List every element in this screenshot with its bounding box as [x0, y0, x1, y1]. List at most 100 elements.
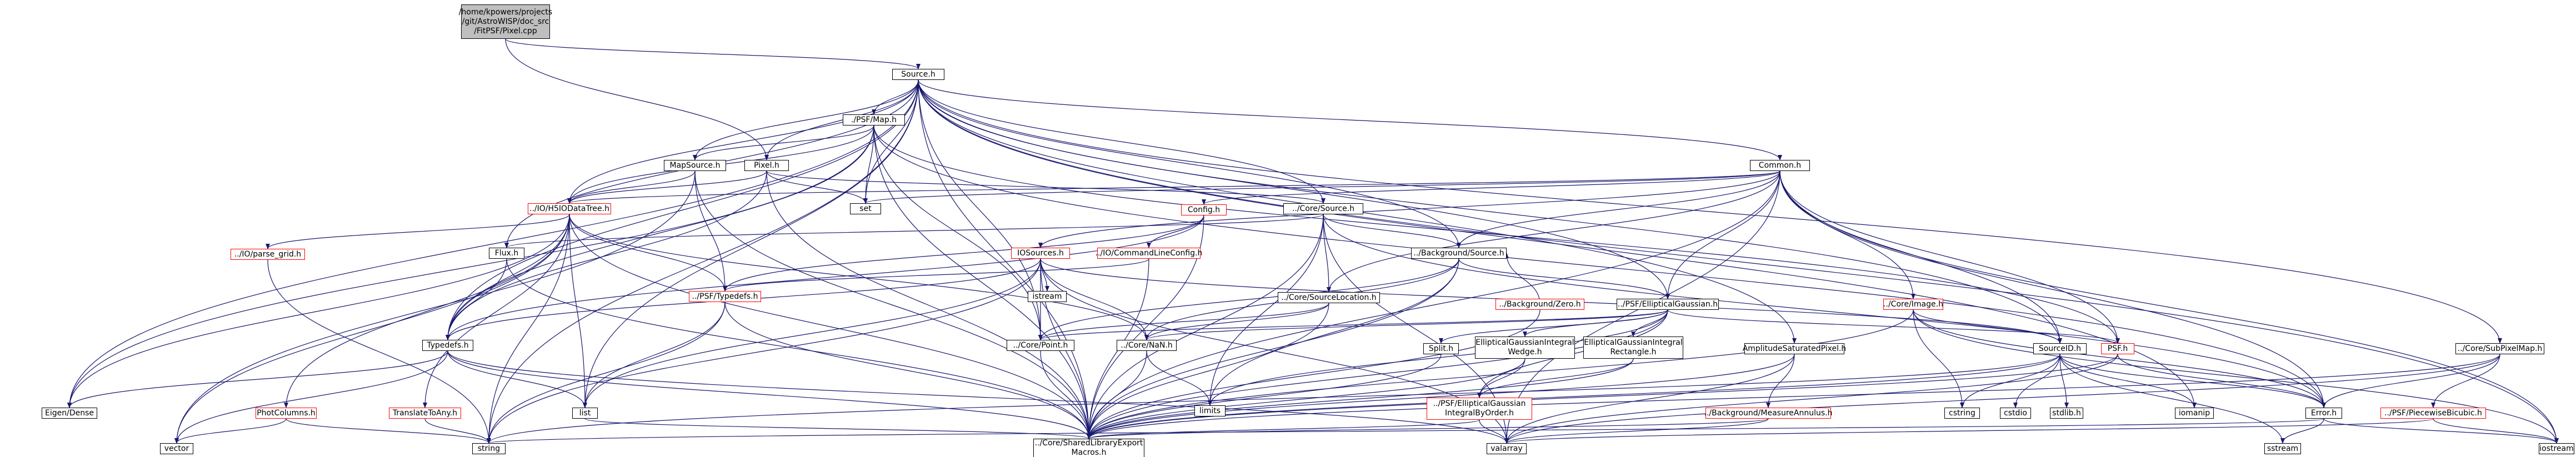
edge-iocmdline-to-psftypedefs	[723, 258, 1149, 292]
node-list[interactable]: list	[572, 408, 598, 419]
edge-psfmap-to-eigendense	[67, 125, 874, 408]
node-psf-h[interactable]: PSF.h	[2101, 343, 2134, 354]
edge-coreimage-to-errorh	[1913, 309, 2326, 408]
node-set[interactable]: set	[850, 203, 881, 214]
edge-ioparsegrid-to-string	[267, 259, 491, 444]
node-core-point-h[interactable]: ../Core/Point.h	[1007, 340, 1074, 351]
node-iosources-h[interactable]: IOSources.h	[1011, 248, 1070, 259]
edge-ellwedge-to-sharedlib	[1087, 358, 1525, 439]
node-error-h[interactable]: Error.h	[2305, 408, 2342, 419]
node-valarray[interactable]: valarray	[1487, 443, 1527, 454]
node-io-commandlineconfig-h[interactable]: ../IO/CommandLineConfig.h	[1096, 248, 1202, 259]
edge-source-to-pixel	[764, 79, 919, 160]
node-ellipticalgaussianintegral-rectangle-h[interactable]: EllipticalGaussianIntegral Rectangle.h	[1583, 337, 1683, 359]
edge-psftypedefs-to-list	[583, 302, 726, 408]
edge-iohdf5-to-corenan	[569, 214, 1149, 340]
edge-sourceid-to-iomanip	[2059, 354, 2197, 408]
edge-coresource-to-sharedlib	[1087, 214, 1324, 439]
node-string[interactable]: string	[472, 443, 506, 454]
node-sourceid-h[interactable]: SourceID.h	[2033, 343, 2087, 354]
edge-common-to-errorh	[1779, 170, 2326, 408]
node-core-subpixelmap-h[interactable]: ../Core/SubPixelMap.h	[2455, 343, 2544, 354]
edge-corepoint-to-sharedlib	[1040, 350, 1091, 439]
node-core-image-h[interactable]: ../Core/Image.h	[1883, 299, 1943, 310]
node-istream[interactable]: istream	[1028, 291, 1067, 302]
edge-pixel-to-coresource	[766, 170, 1325, 204]
node-limits[interactable]: limits	[1194, 405, 1226, 416]
node-core-sourcelocation-h[interactable]: ../Core/SourceLocation.h	[1278, 292, 1380, 303]
node-eigen-dense[interactable]: Eigen/Dense	[42, 408, 97, 419]
edge-coresubpixel-to-sharedlib	[1087, 354, 2500, 439]
edge-source-to-eigendense	[67, 79, 919, 408]
edge-typedefs-to-eigendense	[67, 350, 448, 408]
edge-psftypedefs-to-sharedlib	[724, 302, 1091, 439]
edge-iosources-to-string	[487, 258, 1041, 444]
edge-common-to-sharedlib	[1087, 170, 1780, 439]
node-psf-ellipticalgaussian-h[interactable]: ../PSF/EllipticalGaussian.h	[1617, 299, 1719, 310]
edge-root-to-pixel	[505, 38, 769, 160]
edge-typedefs-to-list	[447, 350, 587, 408]
edge-mapsource-to-psftypedefs	[694, 170, 727, 292]
node-amplitudesaturatedpixel-h[interactable]: AmplitudeSaturatedPixel.h	[1743, 343, 1846, 354]
edge-bgannulus-to-valarray	[1504, 418, 1769, 444]
node-iomanip[interactable]: iomanip	[2175, 408, 2214, 419]
edge-psfelliptical-to-ellwedge	[1523, 309, 1668, 337]
edge-pixel-to-typedefs	[446, 170, 767, 340]
edge-mapsource-to-sharedlib	[694, 170, 1091, 439]
node-translatetoany-h[interactable]: TranslateToAny.h	[389, 408, 461, 419]
node-sstream[interactable]: sstream	[2264, 443, 2301, 454]
node-core-sharedlibraryexportmacros-h[interactable]: ../Core/SharedLibraryExport Macros.h	[1033, 439, 1144, 457]
edge-bgsource-to-sharedlib	[1087, 258, 1459, 439]
edge-common-to-config	[1202, 170, 1780, 205]
edge-source-to-mapsource	[693, 79, 919, 160]
node-core-source-h[interactable]: ../Core/Source.h	[1283, 203, 1363, 214]
edge-psfh-to-errorh	[2117, 354, 2326, 408]
node-split-h[interactable]: Split.h	[1423, 343, 1459, 354]
node-cstring[interactable]: cstring	[1944, 408, 1980, 419]
node-root-pixel-cpp[interactable]: /home/kpowers/projects /git/AstroWISP/do…	[459, 4, 552, 39]
node-pixel-h[interactable]: Pixel.h	[744, 160, 789, 171]
node-psf-piecewisebicubic-h[interactable]: ../PSF/PiecewiseBicubic.h	[2380, 408, 2486, 419]
edge-iohdf5-to-vector	[174, 214, 570, 444]
edge-errorh-to-iostream	[2323, 418, 2559, 444]
node-io-h5iodatatree-h[interactable]: ../IO/H5IODataTree.h	[528, 203, 611, 214]
edge-source-to-list	[583, 79, 919, 408]
edge-psfellorder-to-valarray	[1479, 419, 1509, 444]
node-common-h[interactable]: Common.h	[1750, 160, 1810, 171]
node-core-nan-h[interactable]: ../Core/NaN.h	[1117, 340, 1177, 351]
edge-ellrect-to-psfellorder	[1477, 358, 1634, 398]
edge-mapsource-to-vector	[174, 170, 696, 444]
node-stdlib-h[interactable]: stdlib.h	[2050, 408, 2083, 419]
edge-ampsat-to-sharedlib	[1087, 354, 1795, 439]
edge-iohdf5-to-list	[569, 214, 587, 408]
edge-source-to-coresource	[918, 79, 1325, 204]
node-config-h[interactable]: Config.h	[1181, 204, 1227, 215]
node-ellipticalgaussianintegral-wedge-h[interactable]: EllipticalGaussianIntegral Wedge.h	[1475, 337, 1575, 359]
node-cstdio[interactable]: cstdio	[2000, 408, 2031, 419]
node-flux-h[interactable]: Flux.h	[489, 248, 524, 259]
edge-sourceid-to-cstdio	[2013, 354, 2060, 408]
edge-sourceid-to-sharedlib	[1087, 354, 2060, 439]
edge-psfelliptical-to-corepoint	[1038, 309, 1668, 340]
node-psf-ellipticalgaussian-integralbyorder-h[interactable]: ../PSF/EllipticalGaussian IntegralByOrde…	[1427, 398, 1532, 420]
edge-iohdf5-to-typedefs	[446, 214, 570, 340]
node-mapsource-h[interactable]: MapSource.h	[664, 160, 726, 171]
edge-translatetoany-to-string	[424, 418, 491, 444]
node-psf-map-h[interactable]: ./PSF/Map.h	[843, 114, 905, 125]
node-io-parse-grid-h[interactable]: ../IO/parse_grid.h	[231, 249, 305, 260]
node-background-measureannulus-h[interactable]: ../Background/MeasureAnnulus.h	[1704, 408, 1832, 419]
node-psf-typedefs-h[interactable]: ../PSF/Typedefs.h	[689, 291, 761, 302]
edge-coresource-to-limits	[1208, 214, 1324, 406]
node-background-source-h[interactable]: ../Background/Source.h	[1411, 248, 1507, 259]
edge-coreimage-to-iostream	[1913, 309, 2559, 444]
node-vector[interactable]: vector	[160, 443, 193, 454]
edge-fluxh-to-typedefs	[446, 258, 507, 340]
node-photcolumns-h[interactable]: PhotColumns.h	[256, 408, 317, 419]
node-typedefs-h[interactable]: Typedefs.h	[422, 340, 473, 351]
edge-sourceid-to-cstring	[1960, 354, 2060, 408]
node-source-h[interactable]: Source.h	[892, 69, 944, 80]
node-iostream[interactable]: iostream	[2539, 443, 2574, 454]
node-background-zero-h[interactable]: ../Background/Zero.h	[1495, 299, 1584, 310]
edge-ellrect-to-sharedlib	[1087, 358, 1634, 439]
edge-common-to-iosources	[1038, 170, 1780, 248]
